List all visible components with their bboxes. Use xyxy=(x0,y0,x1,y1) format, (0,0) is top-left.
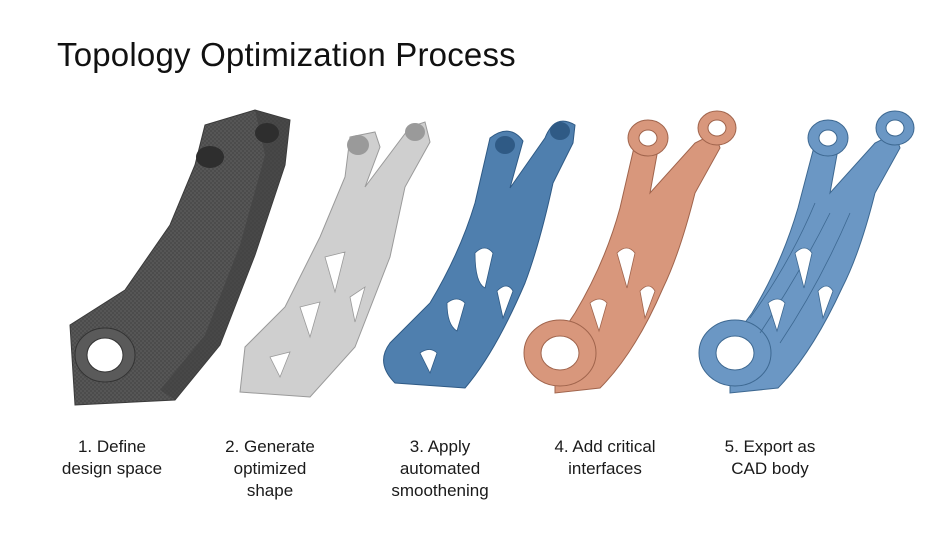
design-space-part xyxy=(69,109,291,406)
generated-shape-part xyxy=(239,121,431,398)
step-label-2: 2. Generate optimized shape xyxy=(225,437,315,500)
step-label-4: 4. Add critical interfaces xyxy=(554,437,656,478)
smoothed-shape-part xyxy=(383,120,576,389)
step-label-3: 3. Apply automated smoothening xyxy=(391,437,489,500)
interfaces-part xyxy=(523,110,737,394)
process-illustration xyxy=(0,95,950,415)
step-label-1: 1. Define design space xyxy=(61,437,163,478)
step-label-5: 5. Export as CAD body xyxy=(724,437,816,478)
page-title: Topology Optimization Process xyxy=(57,36,516,73)
cad-body-part xyxy=(698,110,915,394)
